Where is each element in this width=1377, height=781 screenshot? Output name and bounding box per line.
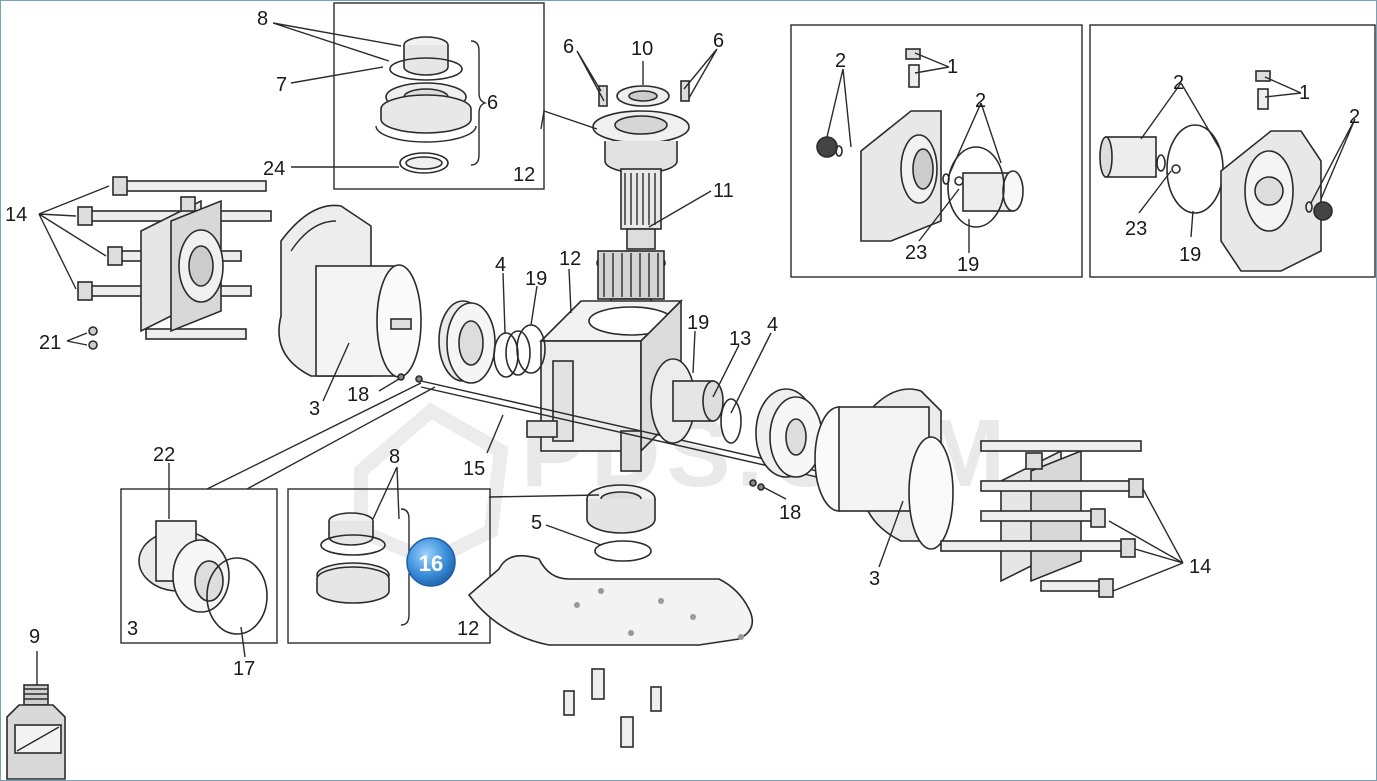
label-11: 11 xyxy=(713,180,734,202)
label-3-box: 3 xyxy=(127,618,138,640)
label-18-left: 18 xyxy=(347,384,369,406)
label-3-right: 3 xyxy=(869,568,880,590)
label-detail1-19: 19 xyxy=(957,254,979,276)
label-10: 10 xyxy=(631,38,653,60)
label-18-right: 18 xyxy=(779,502,801,524)
label-19-left: 19 xyxy=(525,268,547,290)
label-7: 7 xyxy=(276,74,287,96)
label-6-right: 6 xyxy=(713,30,724,52)
label-detail2-2a: 2 xyxy=(1173,72,1184,94)
badge-16[interactable]: 16 xyxy=(406,537,456,587)
box-detail-2 xyxy=(1089,24,1376,278)
label-15: 15 xyxy=(463,458,485,480)
badge-16-text: 16 xyxy=(419,551,443,576)
part-labels: 8 7 6 24 12 6 10 6 14 21 3 18 4 19 12 11… xyxy=(5,8,1360,680)
box-seal-kit-bottom xyxy=(287,488,491,644)
label-detail2-2b: 2 xyxy=(1349,106,1360,128)
label-5: 5 xyxy=(531,512,542,534)
label-12-box2: 12 xyxy=(457,618,479,640)
label-detail1-23: 23 xyxy=(905,242,927,264)
seal-kit-bottom-parts xyxy=(316,508,418,626)
label-22: 22 xyxy=(153,444,175,466)
label-12-body: 12 xyxy=(559,248,581,270)
label-12-box: 12 xyxy=(513,164,535,186)
piston-kit-parts xyxy=(138,520,268,635)
box-detail-1 xyxy=(790,24,1083,278)
label-detail1-1: 1 xyxy=(947,56,958,78)
seal-kit-top-parts xyxy=(375,36,488,174)
right-pump-assembly xyxy=(650,358,1144,598)
label-24: 24 xyxy=(263,158,285,180)
label-21: 21 xyxy=(39,332,61,354)
label-detail2-1: 1 xyxy=(1299,82,1310,104)
label-8-top: 8 xyxy=(257,8,268,30)
label-8-box: 8 xyxy=(389,446,400,468)
box-seal-kit-top xyxy=(333,2,545,190)
label-3-left: 3 xyxy=(309,398,320,420)
detail-2-parts xyxy=(1099,70,1333,272)
label-19-mid: 19 xyxy=(687,312,709,334)
label-detail2-19: 19 xyxy=(1179,244,1201,266)
label-6-left: 6 xyxy=(563,36,574,58)
left-pump-assembly xyxy=(77,176,546,384)
label-4-left: 4 xyxy=(495,254,506,276)
label-detail1-2a: 2 xyxy=(835,50,846,72)
drive-shaft-assembly xyxy=(592,80,690,314)
label-17: 17 xyxy=(233,658,255,680)
label-9: 9 xyxy=(29,626,40,648)
label-detail2-23: 23 xyxy=(1125,218,1147,240)
detail-1-parts xyxy=(816,48,1024,242)
label-6-bracket: 6 xyxy=(487,92,498,114)
seal-and-mounting-plate xyxy=(467,484,754,748)
box-piston-kit xyxy=(120,488,278,644)
label-14-left: 14 xyxy=(5,204,27,226)
label-13: 13 xyxy=(729,328,751,350)
bottle-part-9 xyxy=(6,684,66,780)
label-4-right: 4 xyxy=(767,314,778,336)
leader-lines xyxy=(36,22,1356,685)
label-14-right: 14 xyxy=(1189,556,1211,578)
label-detail1-2b: 2 xyxy=(975,90,986,112)
